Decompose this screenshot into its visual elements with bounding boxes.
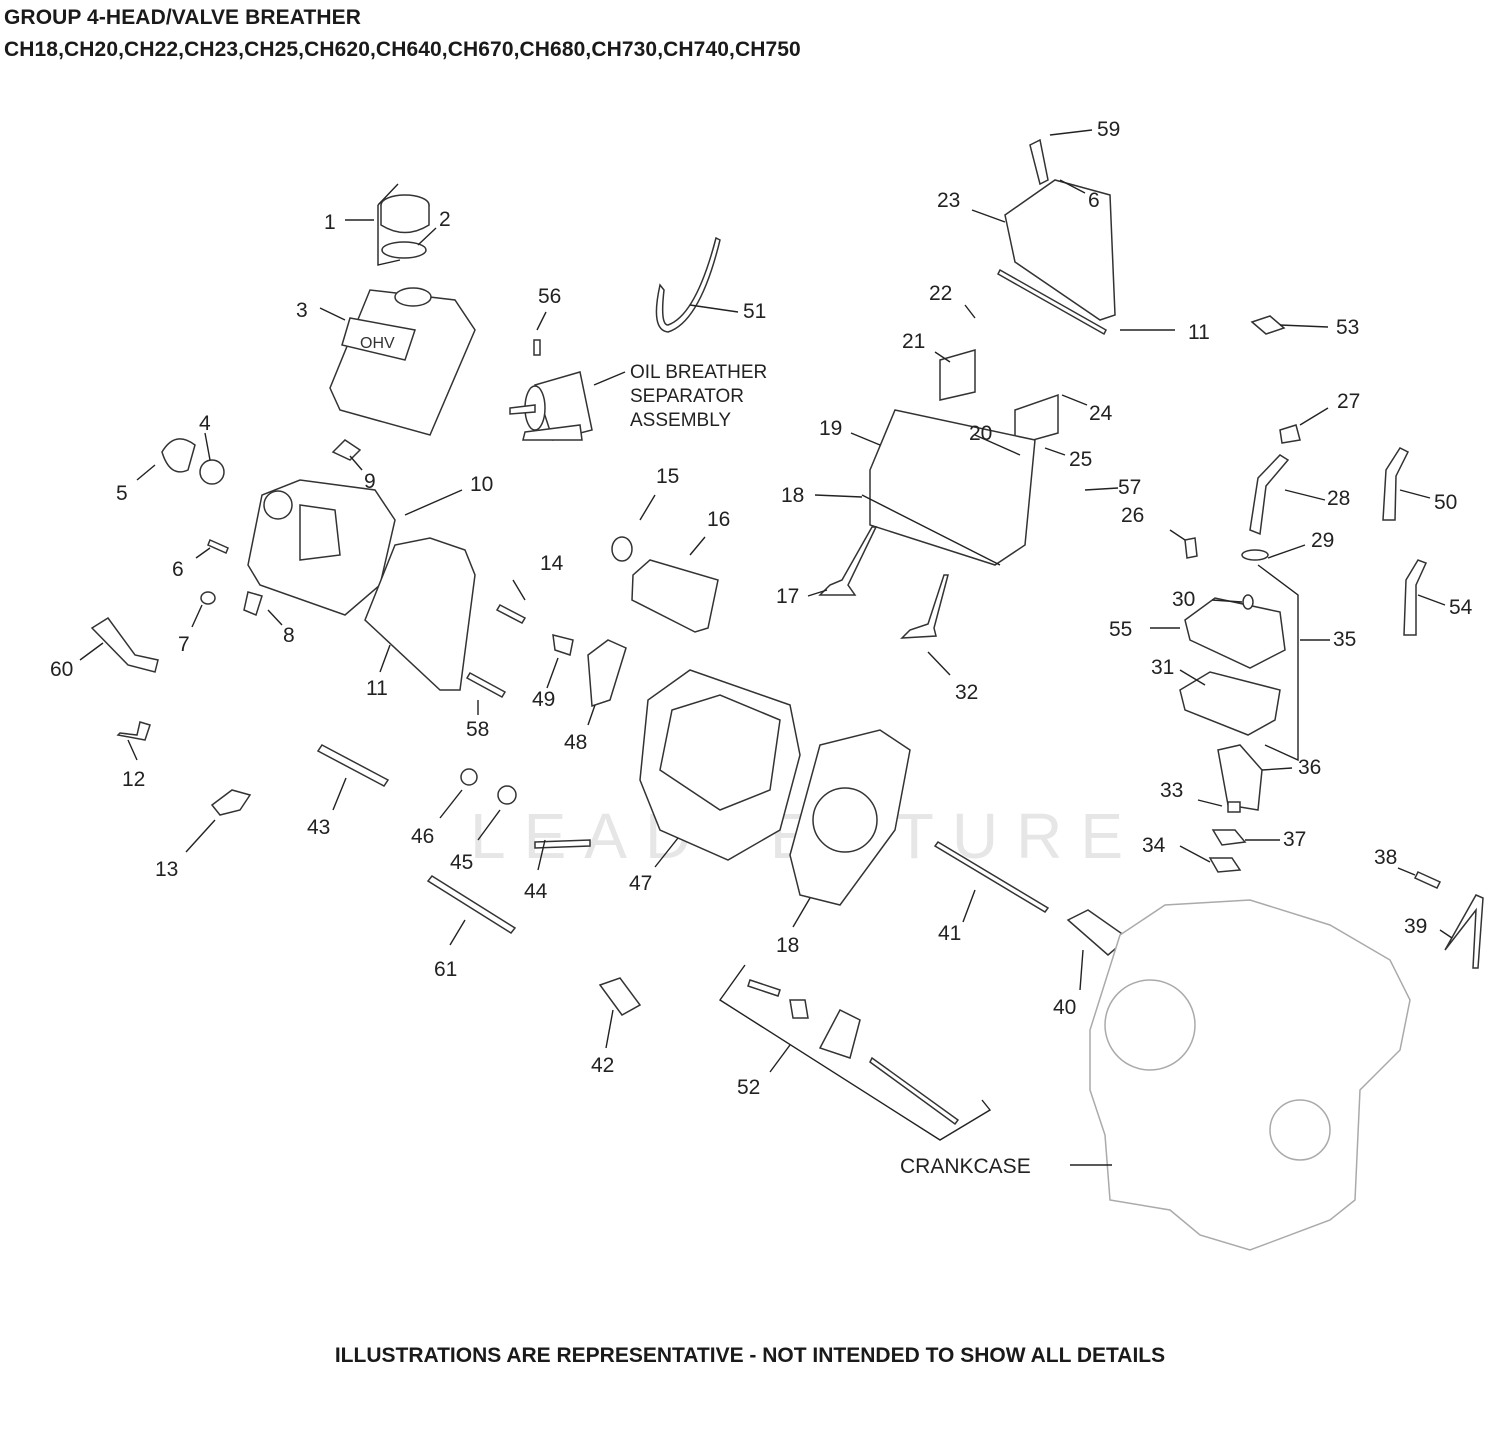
callout-36: 36 (1298, 756, 1321, 779)
callout-42: 42 (591, 1054, 614, 1077)
callout-38: 38 (1374, 846, 1397, 869)
callout-37: 37 (1283, 828, 1306, 851)
callout-56: 56 (538, 285, 561, 308)
callout-24: 24 (1089, 402, 1113, 425)
callout-48: 48 (564, 731, 587, 754)
callout-10: 10 (470, 473, 493, 496)
callout-2: 2 (439, 208, 451, 231)
callout-31: 31 (1151, 656, 1174, 679)
callout-17: 17 (776, 585, 799, 608)
callout-6: 6 (172, 558, 184, 581)
callout-15: 15 (656, 465, 679, 488)
callout-53: 53 (1336, 316, 1359, 339)
callout-6-upper: 6 (1088, 189, 1100, 212)
callout-39: 39 (1404, 915, 1427, 938)
callout-60: 60 (50, 658, 73, 681)
callout-47: 47 (629, 872, 652, 895)
callout-5: 5 (116, 482, 128, 505)
callout-4: 4 (199, 412, 211, 435)
callout-43: 43 (307, 816, 330, 839)
diagram-group-title: GROUP 4-HEAD/VALVE BREATHER (4, 6, 362, 29)
callout-55: 55 (1109, 618, 1132, 641)
callout-33: 33 (1160, 779, 1183, 802)
callout-11: 11 (366, 677, 388, 700)
callout-49: 49 (532, 688, 555, 711)
disclaimer-footer: ILLUSTRATIONS ARE REPRESENTATIVE - NOT I… (334, 1344, 1166, 1367)
callout-52: 52 (737, 1076, 760, 1099)
callout-12: 12 (122, 768, 145, 791)
callout-1: 1 (324, 211, 336, 234)
callout-labels: 1 2 3 4 5 6 7 8 9 10 11 12 13 14 15 16 1… (50, 118, 1473, 1099)
callout-13: 13 (155, 858, 178, 881)
diagram-model-list: CH18,CH20,CH22,CH23,CH25,CH620,CH640,CH6… (4, 38, 801, 61)
callout-19: 19 (819, 417, 842, 440)
callout-25: 25 (1069, 448, 1092, 471)
callout-45: 45 (450, 851, 473, 874)
callout-34: 34 (1142, 834, 1166, 857)
callout-8: 8 (283, 624, 295, 647)
callout-28: 28 (1327, 487, 1350, 510)
callout-41: 41 (938, 922, 961, 945)
part-drawings: OHV (90, 138, 1484, 1251)
callout-32: 32 (955, 681, 978, 704)
callout-30: 30 (1172, 588, 1195, 611)
callout-7: 7 (178, 633, 190, 656)
callout-50: 50 (1434, 491, 1457, 514)
callout-3: 3 (296, 299, 308, 322)
callout-57: 57 (1118, 476, 1141, 499)
callout-18-lower: 18 (776, 934, 799, 957)
callout-61: 61 (434, 958, 457, 981)
assembly-labels: OIL BREATHER SEPARATOR ASSEMBLY CRANKCAS… (630, 362, 1031, 1178)
callout-9: 9 (364, 470, 376, 493)
callout-14: 14 (540, 552, 564, 575)
callout-40: 40 (1053, 996, 1076, 1019)
callout-46: 46 (411, 825, 434, 848)
callout-20: 20 (969, 422, 992, 445)
callout-18: 18 (781, 484, 804, 507)
callout-11-upper: 11 (1188, 321, 1210, 344)
oil-breather-label-line1: OIL BREATHER (630, 362, 767, 383)
callout-58: 58 (466, 718, 489, 741)
callout-44: 44 (524, 880, 548, 903)
callout-23: 23 (937, 189, 960, 212)
ohv-emblem: OHV (360, 335, 395, 352)
callout-16: 16 (707, 508, 730, 531)
oil-breather-label-line2: SEPARATOR (630, 386, 744, 407)
leader-lines (79, 129, 1453, 1166)
crankcase-label: CRANKCASE (900, 1155, 1031, 1178)
callout-26: 26 (1121, 504, 1144, 527)
callout-35: 35 (1333, 628, 1356, 651)
callout-22: 22 (929, 282, 952, 305)
callout-54: 54 (1449, 596, 1473, 619)
callout-51: 51 (743, 300, 766, 323)
callout-29: 29 (1311, 529, 1334, 552)
callout-59: 59 (1097, 118, 1120, 141)
oil-breather-label-line3: ASSEMBLY (630, 410, 731, 431)
callout-21: 21 (902, 330, 925, 353)
callout-27: 27 (1337, 390, 1360, 413)
